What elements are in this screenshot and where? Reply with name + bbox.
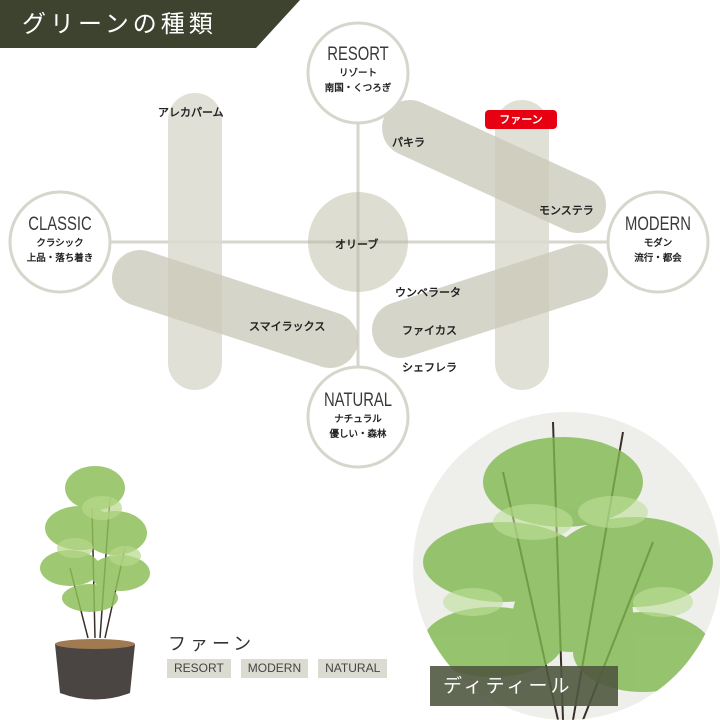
- areca-palm-shape: [168, 93, 222, 390]
- plant-label-areca-palm: アレカパーム: [158, 106, 224, 119]
- axis-resort-en: RESORT: [327, 44, 389, 65]
- axis-classic-ja: クラシック: [36, 238, 84, 249]
- header-banner-shape: [0, 0, 300, 48]
- axis-classic-sub: 上品・落ち着き: [26, 253, 94, 264]
- axis-resort: RESORT リゾート 南国・くつろぎ: [308, 44, 408, 96]
- axis-modern-sub: 流行・都会: [634, 253, 682, 264]
- tag-modern: MODERN: [240, 659, 309, 678]
- resort-circle: [306, 21, 410, 125]
- tag-resort: RESORT: [167, 659, 231, 678]
- axis-modern: MODERN モダン 流行・都会: [608, 214, 708, 266]
- axis-classic-en: CLASSIC: [28, 214, 92, 235]
- plant-label-schefflera: シェフレラ: [402, 361, 457, 374]
- detail-label: ディティール: [443, 675, 573, 697]
- axis-natural-en: NATURAL: [323, 390, 393, 411]
- axis-natural-ja: ナチュラル: [334, 414, 382, 425]
- axis-natural-sub: 優しい・森林: [329, 429, 387, 440]
- smilax-shape: [112, 250, 358, 368]
- axis-modern-ja: モダン: [643, 238, 673, 249]
- axis-modern-en: MODERN: [625, 214, 691, 235]
- tag-natural: NATURAL: [318, 659, 388, 678]
- section-header: グリーンの種類: [0, 0, 300, 48]
- natural-circle: [306, 365, 410, 469]
- product-tags: RESORT MODERN NATURAL: [167, 659, 388, 678]
- product-name: ファーン: [168, 634, 256, 655]
- axis-resort-sub: 南国・くつろぎ: [324, 83, 392, 94]
- plant-label-fern-highlighted: ファーン: [485, 110, 557, 129]
- axis-classic: CLASSIC クラシック 上品・落ち着き: [10, 214, 110, 266]
- plant-label-olive: オリーブ: [335, 238, 379, 251]
- plant-label-monstera: モンステラ: [539, 204, 594, 217]
- axis-resort-ja: リゾート: [338, 68, 377, 79]
- positioning-map: [8, 21, 710, 469]
- ficus-shape: [372, 244, 608, 358]
- modern-circle: [606, 190, 710, 294]
- detail-label-banner: [430, 666, 618, 706]
- classic-circle: [8, 190, 112, 294]
- section-title: グリーンの種類: [22, 10, 217, 38]
- plant-label-umbellata: ウンベラータ: [395, 286, 461, 299]
- plant-label-pachira: パキラ: [392, 136, 425, 149]
- axis-natural: NATURAL ナチュラル 優しい・森林: [308, 390, 408, 442]
- pachira-monstera-shape: [382, 100, 606, 233]
- product-image-fern: [40, 466, 150, 700]
- plant-label-ficus: ファイカス: [402, 324, 457, 337]
- plant-label-smilax: スマイラックス: [249, 320, 326, 333]
